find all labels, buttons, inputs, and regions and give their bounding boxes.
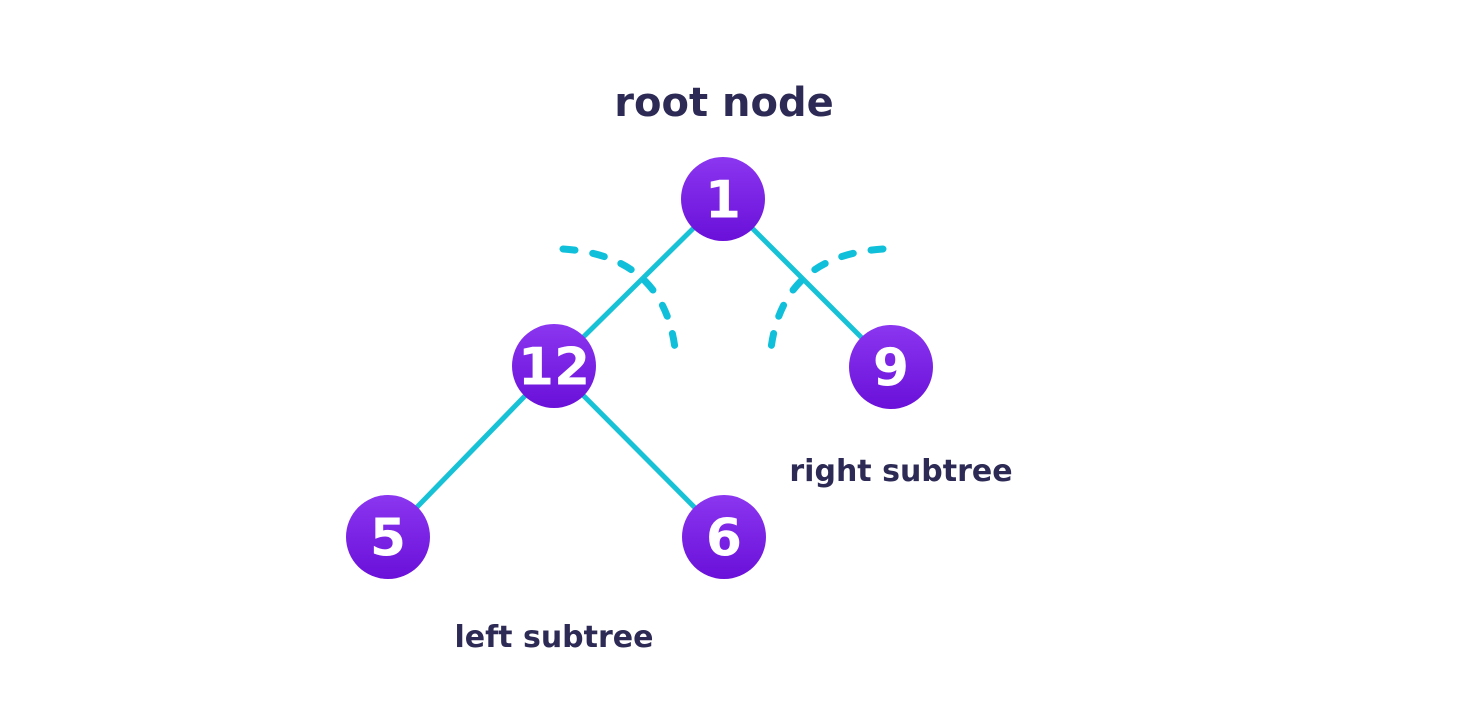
root-node-title: root node xyxy=(614,80,833,126)
node-value-1: 1 xyxy=(705,171,741,231)
node-circle-9 xyxy=(849,325,933,409)
node-value-12: 12 xyxy=(518,338,590,398)
node-circle-6 xyxy=(682,495,766,579)
tree-node-left-child: 12 xyxy=(512,324,596,408)
tree-node-left-grandchild: 5 xyxy=(346,495,430,579)
left-subtree-label: left subtree xyxy=(455,620,654,655)
right-subtree-separator-arc xyxy=(766,245,887,362)
tree-node-right-child: 9 xyxy=(849,325,933,409)
left-subtree-separator-arc xyxy=(559,245,680,362)
tree-node-right-grandchild: 6 xyxy=(682,495,766,579)
node-circle-5 xyxy=(346,495,430,579)
node-value-5: 5 xyxy=(370,509,406,569)
node-circle-1 xyxy=(681,157,765,241)
tree-node-root: 1 xyxy=(681,157,765,241)
right-subtree-label: right subtree xyxy=(789,454,1012,489)
node-value-9: 9 xyxy=(873,339,909,399)
node-circle-12 xyxy=(512,324,596,408)
node-value-6: 6 xyxy=(706,509,742,569)
